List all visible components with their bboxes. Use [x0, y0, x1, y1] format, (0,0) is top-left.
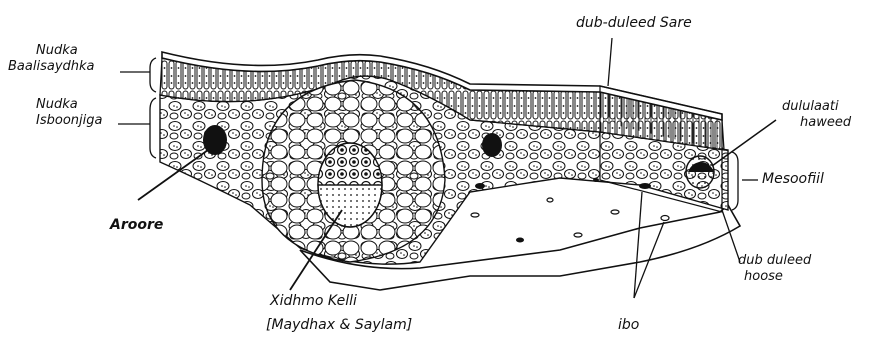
- label-palisade-line2: Baalisaydhka: [8, 60, 95, 74]
- vascular-bundle-mid: [482, 133, 502, 157]
- label-upper-epidermis: dub-duleed Sare: [576, 16, 692, 30]
- mesophyll-bracket: [732, 152, 738, 210]
- label-spongy-line1: Nudka: [36, 98, 78, 112]
- label-midrib-line2: [Maydhax & Saylam]: [266, 318, 412, 332]
- label-air-space: Aroore: [110, 218, 163, 232]
- label-spongy-line2: Isboonjiga: [36, 114, 102, 128]
- label-lower-epidermis-line2: hoose: [744, 270, 783, 284]
- label-mesophyll: Mesoofiil: [762, 172, 824, 186]
- label-vascular-line1: dululaati: [782, 100, 839, 114]
- label-midrib-line1: Xidhmo Kelli: [270, 294, 357, 308]
- label-lower-epidermis-line1: dub duleed: [738, 254, 811, 268]
- label-stomata: ibo: [618, 318, 639, 332]
- spongy-bracket: [150, 98, 156, 158]
- label-vascular-line2: haweed: [800, 116, 851, 130]
- palisade-bracket: [150, 58, 156, 92]
- label-palisade-line1: Nudka: [36, 44, 78, 58]
